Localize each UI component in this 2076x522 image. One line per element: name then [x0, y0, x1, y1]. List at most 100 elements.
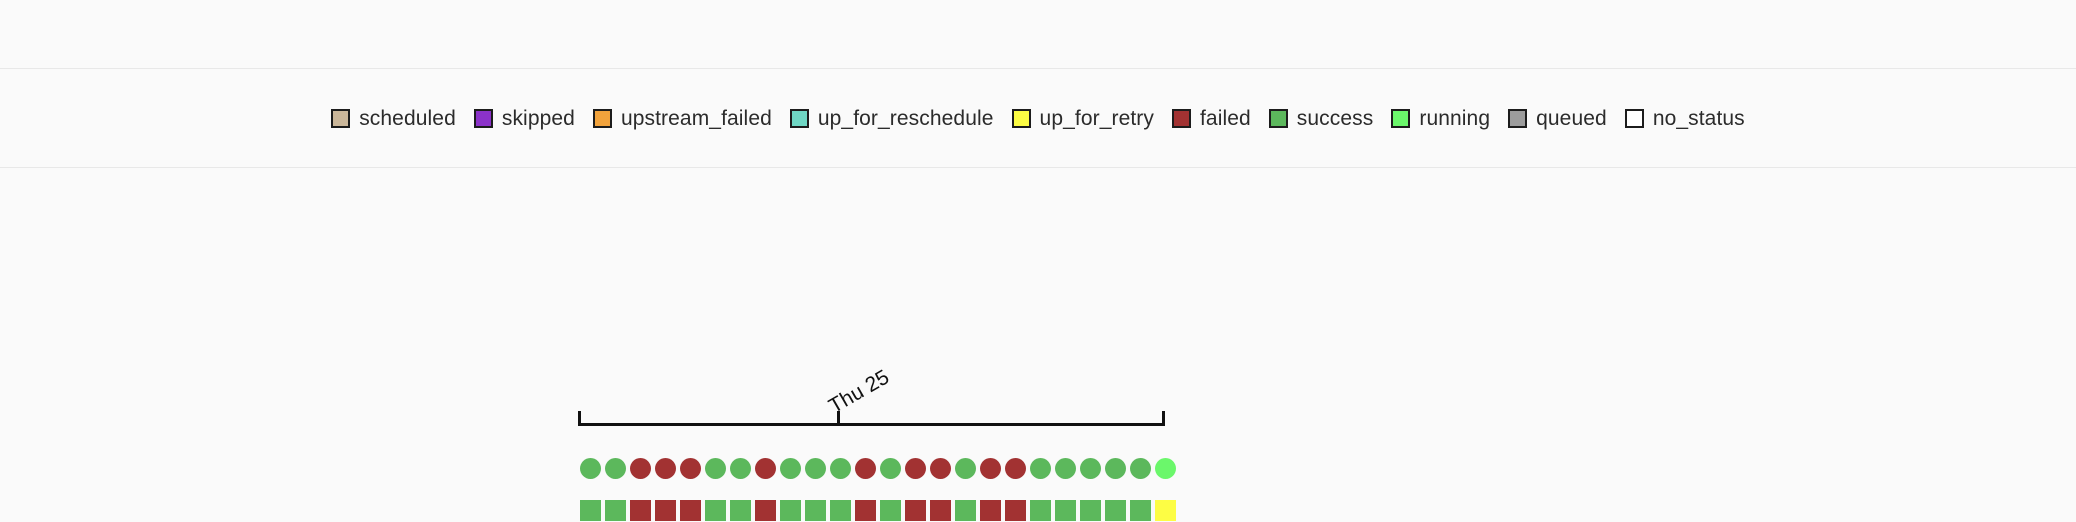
dag-run-marker-cell[interactable]: [953, 457, 978, 480]
task-instance-marker-cell[interactable]: [978, 499, 1003, 522]
dag-run-marker-cell[interactable]: [1053, 457, 1078, 480]
dag-run-marker-cell[interactable]: [803, 457, 828, 480]
dag-run-marker-cell[interactable]: [578, 457, 603, 480]
task-instance-marker-cell[interactable]: [903, 499, 928, 522]
task-instance-marker-cell[interactable]: [753, 499, 778, 522]
dag-run-marker-cell[interactable]: [1128, 457, 1153, 480]
dag-run-marker-success[interactable]: [1030, 458, 1051, 479]
dag-run-marker-cell[interactable]: [903, 457, 928, 480]
task-instance-marker-cell[interactable]: [703, 499, 728, 522]
task-instance-marker-cell[interactable]: [1103, 499, 1128, 522]
dag-run-marker-cell[interactable]: [828, 457, 853, 480]
task-instance-marker-cell[interactable]: [1053, 499, 1078, 522]
dag-run-marker-cell[interactable]: [1028, 457, 1053, 480]
dag-run-marker-cell[interactable]: [853, 457, 878, 480]
dag-run-marker-cell[interactable]: [628, 457, 653, 480]
legend-item-scheduled[interactable]: scheduled: [331, 108, 456, 129]
task-instance-marker-failed[interactable]: [655, 500, 676, 521]
task-instance-marker-success[interactable]: [1055, 500, 1076, 521]
task-instance-marker-failed[interactable]: [930, 500, 951, 521]
legend-item-no-status[interactable]: no_status: [1624, 108, 1745, 129]
dag-run-marker-cell[interactable]: [753, 457, 778, 480]
task-instance-marker-failed[interactable]: [755, 500, 776, 521]
task-instance-marker-cell[interactable]: [778, 499, 803, 522]
task-instance-marker-failed[interactable]: [905, 500, 926, 521]
task-instance-marker-failed[interactable]: [980, 500, 1001, 521]
task-instance-marker-cell[interactable]: [728, 499, 753, 522]
dag-run-marker-cell[interactable]: [678, 457, 703, 480]
task-instance-marker-success[interactable]: [1030, 500, 1051, 521]
dag-run-marker-cell[interactable]: [778, 457, 803, 480]
task-instance-marker-success[interactable]: [955, 500, 976, 521]
dag-run-marker-failed[interactable]: [1005, 458, 1026, 479]
task-instance-marker-success[interactable]: [1130, 500, 1151, 521]
task-instance-marker-success[interactable]: [1105, 500, 1126, 521]
dag-run-marker-success[interactable]: [1105, 458, 1126, 479]
task-instance-marker-success[interactable]: [1080, 500, 1101, 521]
dag-run-marker-cell[interactable]: [928, 457, 953, 480]
legend-item-up-for-retry[interactable]: up_for_retry: [1011, 108, 1154, 129]
dag-run-marker-success[interactable]: [805, 458, 826, 479]
task-instance-marker-success[interactable]: [805, 500, 826, 521]
dag-run-marker-failed[interactable]: [630, 458, 651, 479]
dag-run-marker-success[interactable]: [730, 458, 751, 479]
legend-item-skipped[interactable]: skipped: [473, 108, 575, 129]
task-instance-marker-success[interactable]: [605, 500, 626, 521]
task-instance-marker-success[interactable]: [880, 500, 901, 521]
task-instance-marker-failed[interactable]: [630, 500, 651, 521]
task-instance-marker-cell[interactable]: [878, 499, 903, 522]
task-instance-marker-cell[interactable]: [803, 499, 828, 522]
dag-run-marker-failed[interactable]: [680, 458, 701, 479]
task-instance-marker-cell[interactable]: [1003, 499, 1028, 522]
task-instance-marker-cell[interactable]: [628, 499, 653, 522]
legend-item-queued[interactable]: queued: [1508, 108, 1607, 129]
dag-run-marker-running[interactable]: [1155, 458, 1176, 479]
dag-run-marker-failed[interactable]: [930, 458, 951, 479]
task-instance-marker-cell[interactable]: [828, 499, 853, 522]
legend-item-upstream-failed[interactable]: upstream_failed: [592, 108, 772, 129]
legend-item-running[interactable]: running: [1391, 108, 1490, 129]
dag-run-marker-success[interactable]: [705, 458, 726, 479]
task-instance-marker-cell[interactable]: [928, 499, 953, 522]
task-instance-marker-failed[interactable]: [680, 500, 701, 521]
dag-run-marker-success[interactable]: [830, 458, 851, 479]
dag-run-marker-failed[interactable]: [655, 458, 676, 479]
task-instance-marker-cell[interactable]: [678, 499, 703, 522]
legend-item-success[interactable]: success: [1268, 108, 1374, 129]
dag-run-marker-failed[interactable]: [755, 458, 776, 479]
task-instance-marker-failed[interactable]: [855, 500, 876, 521]
task-instance-marker-success[interactable]: [830, 500, 851, 521]
task-instance-marker-up-for-retry[interactable]: [1155, 500, 1176, 521]
dag-run-marker-cell[interactable]: [728, 457, 753, 480]
legend-item-up-for-reschedule[interactable]: up_for_reschedule: [789, 108, 994, 129]
task-instance-marker-success[interactable]: [730, 500, 751, 521]
task-instance-marker-success[interactable]: [580, 500, 601, 521]
dag-run-marker-cell[interactable]: [703, 457, 728, 480]
dag-run-marker-cell[interactable]: [1103, 457, 1128, 480]
dag-run-marker-failed[interactable]: [855, 458, 876, 479]
dag-run-marker-success[interactable]: [955, 458, 976, 479]
task-instance-marker-cell[interactable]: [578, 499, 603, 522]
dag-run-marker-failed[interactable]: [905, 458, 926, 479]
dag-run-marker-cell[interactable]: [1003, 457, 1028, 480]
task-instance-marker-success[interactable]: [780, 500, 801, 521]
task-instance-marker-cell[interactable]: [1153, 499, 1178, 522]
dag-run-marker-cell[interactable]: [978, 457, 1003, 480]
dag-run-marker-cell[interactable]: [1078, 457, 1103, 480]
task-instance-marker-cell[interactable]: [1078, 499, 1103, 522]
dag-run-marker-cell[interactable]: [1153, 457, 1178, 480]
task-instance-marker-cell[interactable]: [953, 499, 978, 522]
task-instance-marker-cell[interactable]: [653, 499, 678, 522]
dag-run-marker-success[interactable]: [880, 458, 901, 479]
dag-run-marker-failed[interactable]: [980, 458, 1001, 479]
task-instance-marker-cell[interactable]: [1028, 499, 1053, 522]
dag-run-marker-cell[interactable]: [603, 457, 628, 480]
task-instance-marker-success[interactable]: [705, 500, 726, 521]
task-instance-marker-cell[interactable]: [603, 499, 628, 522]
dag-run-marker-success[interactable]: [1130, 458, 1151, 479]
dag-run-marker-success[interactable]: [1080, 458, 1101, 479]
dag-run-marker-success[interactable]: [780, 458, 801, 479]
dag-run-marker-cell[interactable]: [653, 457, 678, 480]
dag-run-marker-success[interactable]: [580, 458, 601, 479]
task-instance-marker-cell[interactable]: [853, 499, 878, 522]
